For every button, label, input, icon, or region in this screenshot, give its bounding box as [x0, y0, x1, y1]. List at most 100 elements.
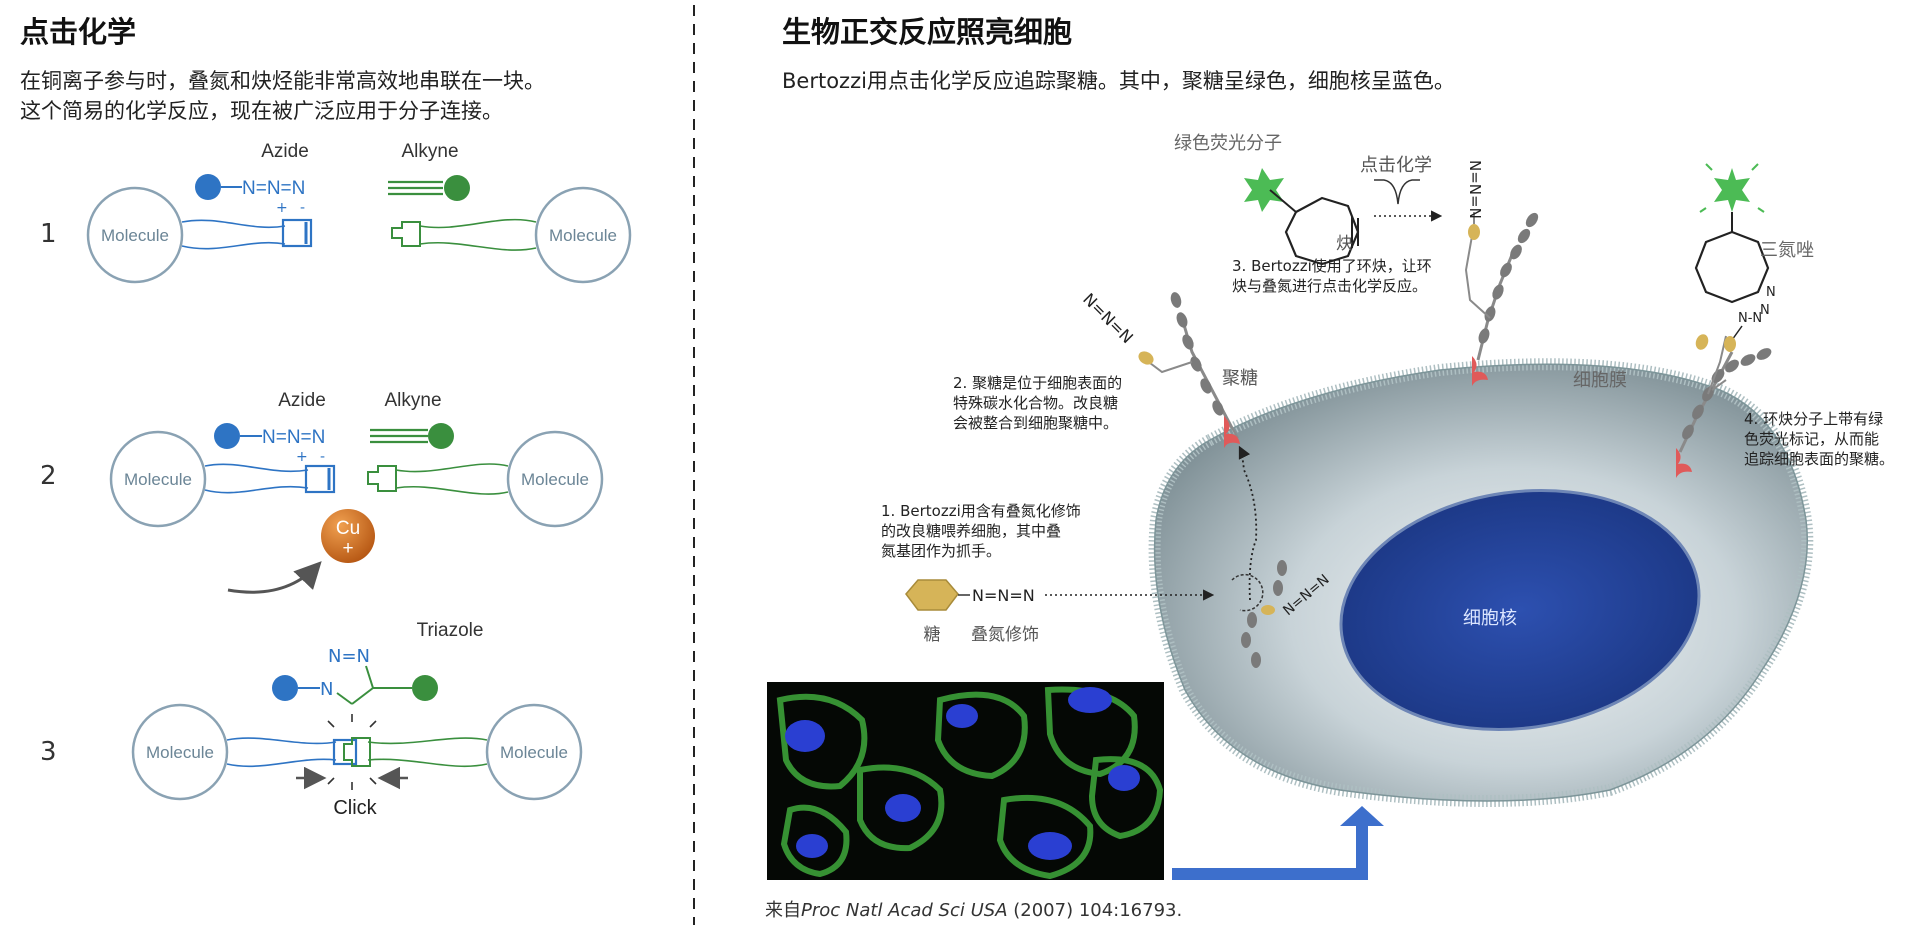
step-2-diagram: 2 Molecule N=N=N + - Azide Alkyne Molecu… [40, 390, 604, 594]
triazole-product: N N N-N 三氮唑 [1694, 163, 1814, 352]
svg-text:4. 环炔分子上带有绿: 4. 环炔分子上带有绿 [1744, 410, 1883, 428]
svg-text:的改良糖喂养细胞，其中叠: 的改良糖喂养细胞，其中叠 [881, 522, 1061, 540]
molecule-label: Molecule [500, 743, 568, 762]
svg-text:炔与叠氮进行点击化学反应。: 炔与叠氮进行点击化学反应。 [1232, 277, 1427, 295]
svg-text:1. Bertozzi用含有叠氮化修饰: 1. Bertozzi用含有叠氮化修饰 [881, 502, 1081, 520]
cell-membrane-outline [1153, 363, 1809, 802]
buckle-male-icon [367, 465, 397, 492]
molecule-circle [485, 703, 583, 801]
molecule-circle [109, 430, 207, 528]
azide-mod-label: 叠氮修饰 [971, 625, 1039, 645]
microscopy-image [767, 682, 1164, 880]
azide-linker [181, 219, 286, 250]
molecule-label: Molecule [549, 226, 617, 245]
azide-sphere [195, 174, 221, 200]
cell-illustration: 细胞核 细胞膜 [1148, 358, 1814, 807]
buckle-female-icon [304, 464, 336, 494]
molecule-label: Molecule [521, 470, 589, 489]
fluorophore-star-icon [1244, 168, 1284, 212]
click-burst-icon [327, 714, 377, 790]
right-title: 生物正交反应照亮细胞 [782, 15, 1072, 49]
anchor-icon [1472, 356, 1488, 386]
step-number: 2 [40, 461, 57, 491]
molecule-circle [131, 703, 229, 801]
alkyne-char: 炔 [1336, 234, 1353, 254]
cyclooctyne-ring [1284, 196, 1360, 266]
buckle-male-icon [391, 221, 421, 247]
sugar-label: 糖 [924, 625, 941, 645]
copper-ion-icon [321, 509, 375, 563]
svg-text:追踪细胞表面的聚糖。: 追踪细胞表面的聚糖。 [1744, 450, 1894, 468]
alkyne-label: Alkyne [384, 390, 441, 411]
green-fluor-label: 绿色荧光分子 [1174, 133, 1282, 154]
step-1-annotation: 1. Bertozzi用含有叠氮化修饰 的改良糖喂养细胞，其中叠 氮基团作为抓手… [881, 502, 1081, 560]
svg-text:N=N=N: N=N=N [1079, 289, 1137, 347]
svg-text:N=N=N: N=N=N [1466, 160, 1484, 219]
molecule-label: Molecule [124, 470, 192, 489]
azide-label: Azide [278, 390, 326, 411]
vertical-azide: N=N=N [1466, 160, 1484, 219]
sugar-icon [1695, 334, 1709, 350]
azide-formula: N=N=N [262, 427, 325, 448]
glycan-label: 聚糖 [1222, 368, 1258, 389]
citation: 来自Proc Natl Acad Sci USA (2007) 104:1679… [765, 900, 1182, 921]
catalysis-arrow [227, 561, 322, 594]
triazole-cn-label: 三氮唑 [1760, 240, 1814, 261]
glycan-chain-middle [1464, 212, 1539, 386]
buckle-female-icon [332, 738, 358, 766]
azide-label: Azide [261, 141, 309, 162]
glycan-chain-right [1676, 334, 1772, 478]
nucleus-label: 细胞核 [1463, 608, 1517, 629]
step-4-annotation: 4. 环炔分子上带有绿 色荧光标记，从而能 追踪细胞表面的聚糖。 [1744, 410, 1894, 468]
alkyne-sphere [412, 675, 438, 701]
right-subtitle: Bertozzi用点击化学反应追踪聚糖。其中，聚糖呈绿色，细胞核呈蓝色。 [782, 69, 1455, 93]
anchor-icon [1676, 448, 1692, 478]
fluorophore-star-icon [1714, 168, 1750, 212]
copper-symbol: Cu [336, 518, 360, 539]
cyclooctyne-probe: 炔 [1244, 168, 1360, 266]
click-bracket-icon [1374, 179, 1420, 205]
magnify-arrow-icon [1172, 806, 1384, 880]
triazole-nn: N=N [328, 646, 370, 667]
molecule-circle [534, 186, 632, 284]
sugar-icon [1468, 224, 1480, 240]
triazole-label: Triazole [417, 620, 484, 641]
azide-sphere [214, 423, 240, 449]
triazole-n: N [320, 679, 333, 700]
svg-text:-: - [320, 449, 325, 465]
glycan-chain-left [1138, 292, 1240, 448]
svg-text:3. Bertozzi使用了环炔，让环: 3. Bertozzi使用了环炔，让环 [1232, 257, 1432, 275]
molecule-circle [86, 186, 184, 284]
svg-text:+: + [296, 449, 308, 465]
molecule-label: Molecule [101, 226, 169, 245]
azide-formula: N=N=N [972, 586, 1035, 605]
svg-text:特殊碳水化合物。改良糖: 特殊碳水化合物。改良糖 [953, 394, 1118, 412]
molecule-label: Molecule [146, 743, 214, 762]
alkyne-sphere [444, 175, 470, 201]
click-chem-label: 点击化学 [1360, 155, 1432, 176]
left-title: 点击化学 [20, 15, 136, 49]
left-description-line-2: 这个简易的化学反应，现在被广泛应用于分子连接。 [20, 99, 503, 123]
step-number: 1 [40, 219, 57, 249]
sugar-icon [1138, 351, 1154, 365]
step-2-annotation: 2. 聚糖是位于细胞表面的 特殊碳水化合物。改良糖 会被整合到细胞聚糖中。 [953, 374, 1122, 432]
step-number: 3 [40, 737, 57, 767]
svg-text:N: N [1766, 285, 1776, 300]
svg-text:氮基团作为抓手。: 氮基团作为抓手。 [881, 542, 1001, 560]
svg-text:-: - [300, 200, 305, 216]
step-3-annotation: 3. Bertozzi使用了环炔，让环 炔与叠氮进行点击化学反应。 [1232, 257, 1432, 295]
step-1-diagram: 1 Molecule N=N=N + - Azide Alkyne Molecu… [40, 141, 632, 284]
svg-text:会被整合到细胞聚糖中。: 会被整合到细胞聚糖中。 [953, 414, 1118, 432]
alkyne-linker [419, 218, 537, 251]
alkyne-sphere [428, 423, 454, 449]
membrane-label: 细胞膜 [1573, 370, 1627, 391]
step-3-diagram: 3 Triazole N N=N Molecule Molecule Click [40, 620, 583, 819]
click-label: Click [333, 797, 377, 819]
anchor-icon [1224, 416, 1240, 448]
buckle-male-icon [343, 737, 371, 767]
azide-formula: N=N=N [242, 178, 305, 199]
nucleus [1339, 488, 1701, 732]
glycan-left-azide: N=N=N [1079, 289, 1137, 347]
metabolic-cycle-icon [1231, 445, 1287, 668]
